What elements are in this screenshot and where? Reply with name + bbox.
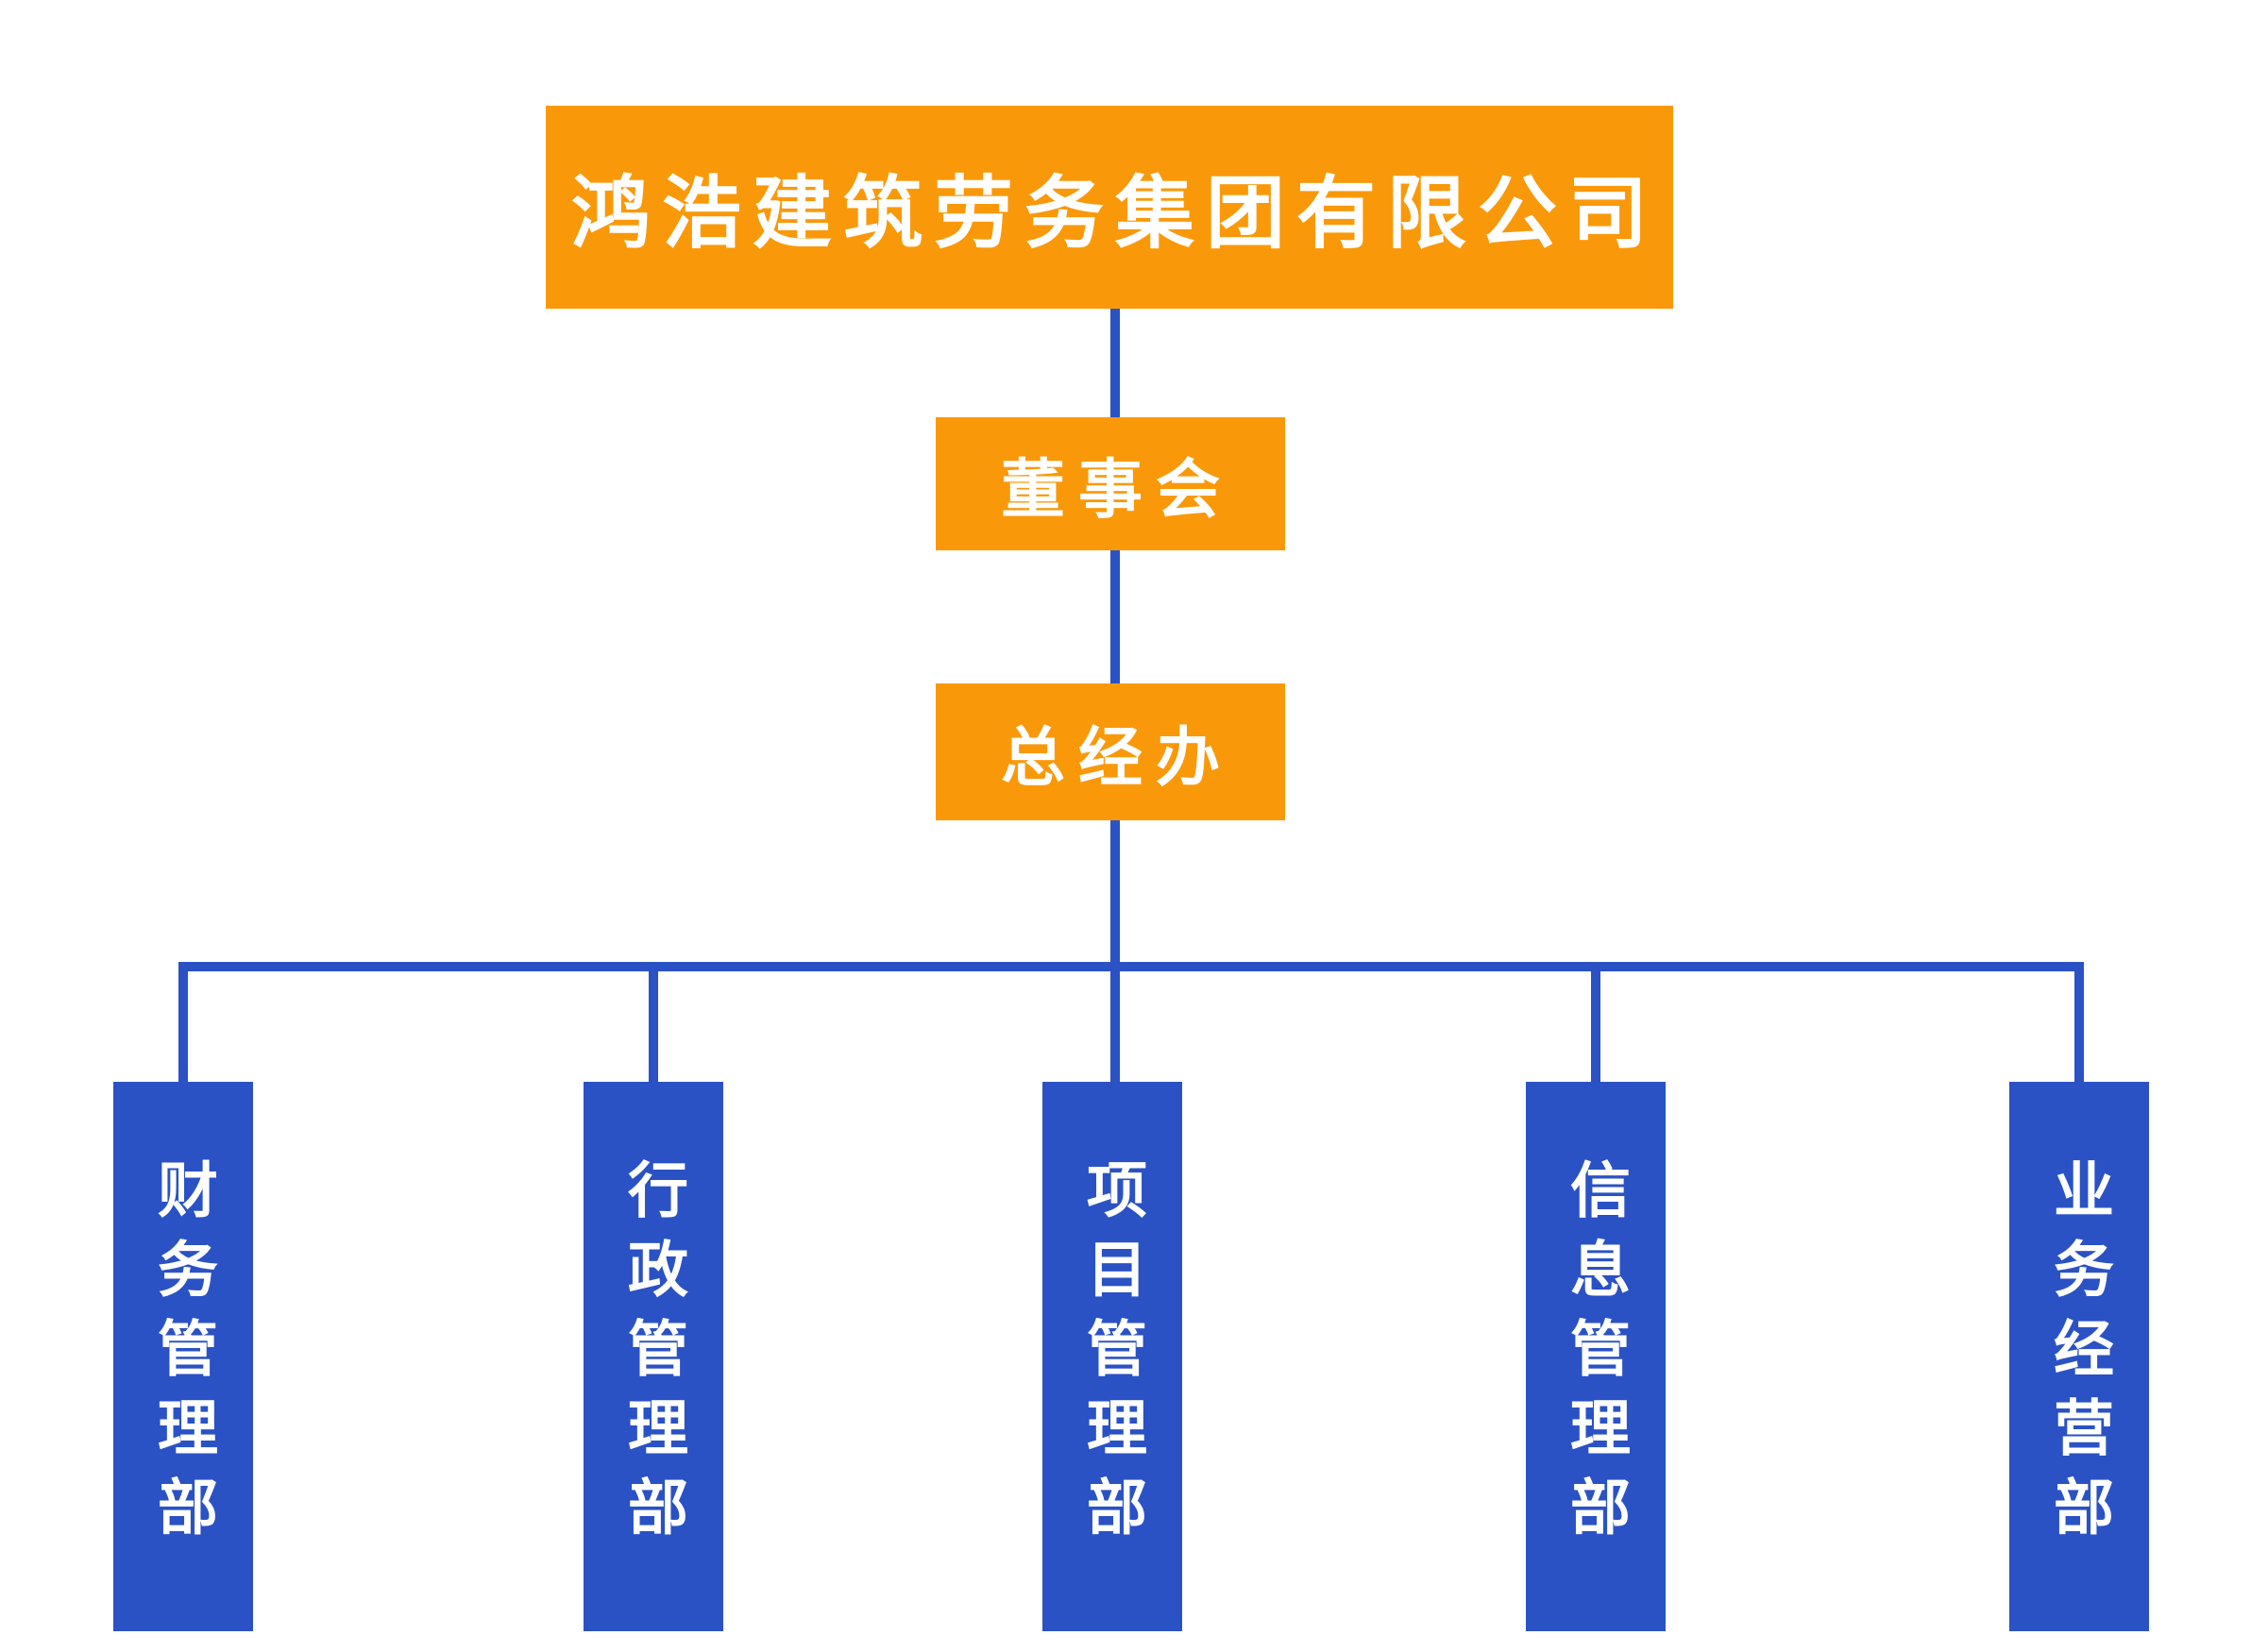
connector-stub-info	[1591, 962, 1600, 1082]
dept-node-finance: 财务管理部	[113, 1082, 253, 1631]
board-of-directors-node: 董事会	[936, 417, 1285, 550]
general-manager-office-node: 总经办	[936, 683, 1285, 820]
connector-stub-finance	[178, 962, 188, 1082]
dept-node-business: 业务经营部	[2009, 1082, 2149, 1631]
connector-stub-admin	[649, 962, 658, 1082]
dept-node-project: 项目管理部	[1042, 1082, 1182, 1631]
dept-node-info: 信息管理部	[1526, 1082, 1666, 1631]
dept-label-admin: 行政管理部	[619, 1158, 687, 1555]
connector-board-to-gm	[1110, 550, 1120, 683]
connector-root-to-board	[1110, 309, 1120, 417]
dept-label-info: 信息管理部	[1562, 1158, 1630, 1555]
dept-node-admin: 行政管理部	[584, 1082, 723, 1631]
company-root-node: 鸿浩建筑劳务集团有限公司	[546, 106, 1673, 309]
connector-horizontal-rail	[178, 962, 2084, 971]
connector-stub-business	[2074, 962, 2084, 1082]
connector-gm-to-rail	[1110, 820, 1120, 1082]
dept-label-business: 业务经营部	[2045, 1158, 2113, 1555]
dept-label-project: 项目管理部	[1078, 1158, 1146, 1555]
dept-label-finance: 财务管理部	[149, 1158, 217, 1555]
